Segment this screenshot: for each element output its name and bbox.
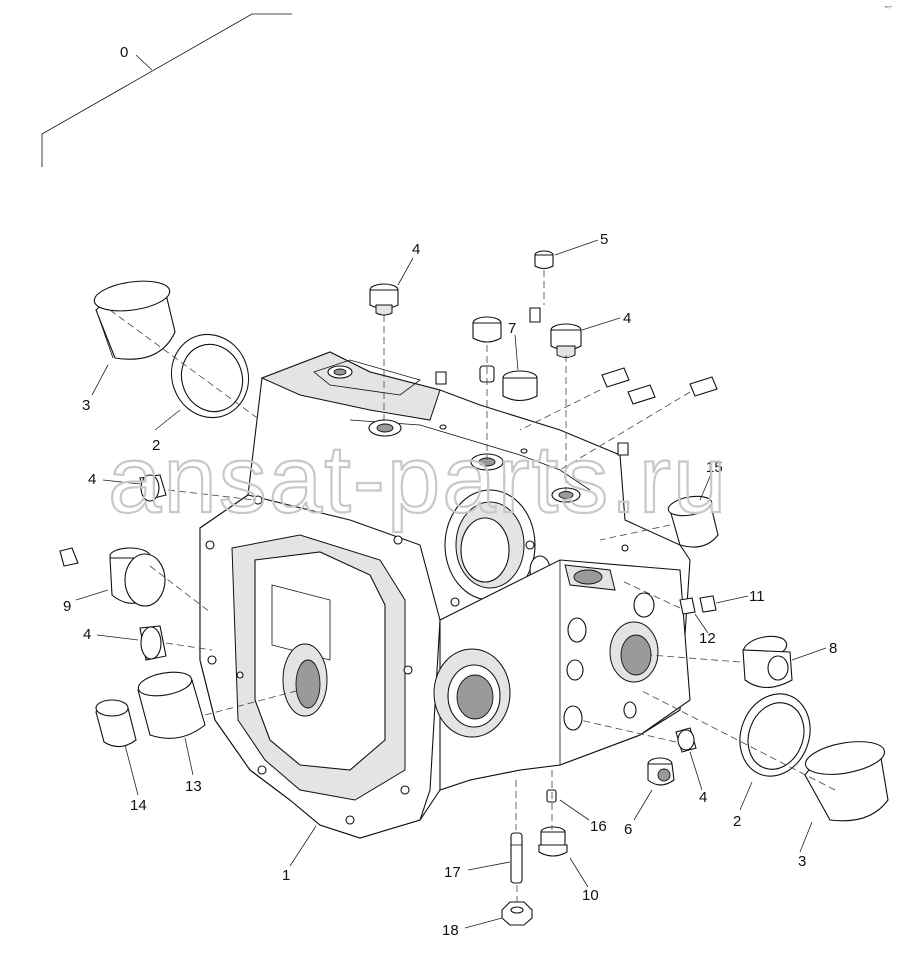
plug-10: [538, 826, 568, 857]
callout-10: 10: [582, 887, 599, 904]
plug-4-top-right: [550, 323, 582, 358]
plug-6: [647, 757, 675, 786]
plug-8: [742, 635, 793, 689]
callout-9: 9: [63, 598, 71, 615]
plug-9: [59, 547, 166, 607]
callout-16: 16: [590, 818, 607, 835]
seal-ring-left: [170, 333, 250, 419]
stud-17: [510, 832, 523, 884]
cover-cap-left: [93, 280, 176, 360]
plug-4-top: [369, 283, 399, 316]
plug-4-bottom-right: [675, 727, 697, 753]
callout-12: 12: [699, 630, 716, 647]
bolts-top-right: [601, 367, 718, 405]
callout-3-right: 3: [798, 853, 806, 870]
callout-2-left: 2: [152, 437, 160, 454]
callout-17: 17: [444, 864, 461, 881]
watermark-text: ansat-parts.ru: [108, 426, 728, 533]
seal-ring-right: [739, 693, 811, 777]
callout-8: 8: [829, 640, 837, 657]
corner-mark: ⌁⌐: [884, 4, 892, 11]
callout-labels: 0 1 2 2 3 3 4 4 4 4 4 5 6 7 8 9 10 11 12…: [63, 44, 837, 939]
nut-18: [501, 901, 533, 926]
assembly-bracket: [41, 13, 292, 167]
transmission-housing: [199, 351, 691, 839]
dowel-pins-top: [435, 307, 629, 456]
callout-4-top-right: 4: [623, 310, 631, 327]
callout-6: 6: [624, 821, 632, 838]
callout-11: 11: [749, 588, 765, 605]
callout-13: 13: [185, 778, 202, 795]
pins-11-12: [679, 595, 717, 615]
callout-7: 7: [508, 320, 516, 337]
set-screw-16: [546, 789, 557, 803]
sleeve-13: [137, 671, 206, 739]
callout-leaders: [75, 54, 827, 929]
plug-7: [472, 316, 538, 402]
callout-18: 18: [442, 922, 459, 939]
callout-0: 0: [120, 44, 128, 61]
assembly-axis-lines: [109, 270, 836, 902]
callout-3-left: 3: [82, 397, 90, 414]
plug-4-left-lower: [139, 625, 167, 661]
callout-4-top: 4: [412, 241, 420, 258]
callout-2-right: 2: [733, 813, 741, 830]
callout-4-left-upper: 4: [88, 471, 96, 488]
cover-cap-right: [804, 741, 889, 822]
plug-4-left-upper: [139, 474, 167, 502]
callout-4-bottom-right: 4: [699, 789, 707, 806]
plug-5: [534, 250, 554, 270]
callout-4-left-lower: 4: [83, 626, 91, 643]
callout-5: 5: [600, 231, 608, 248]
callout-15: 15: [706, 459, 723, 476]
callout-14: 14: [130, 797, 147, 814]
flange-bolt-holes: [205, 495, 413, 825]
sleeve-14: [95, 699, 137, 748]
callout-1: 1: [282, 867, 290, 884]
cover-cap-right-upper: [667, 495, 719, 548]
